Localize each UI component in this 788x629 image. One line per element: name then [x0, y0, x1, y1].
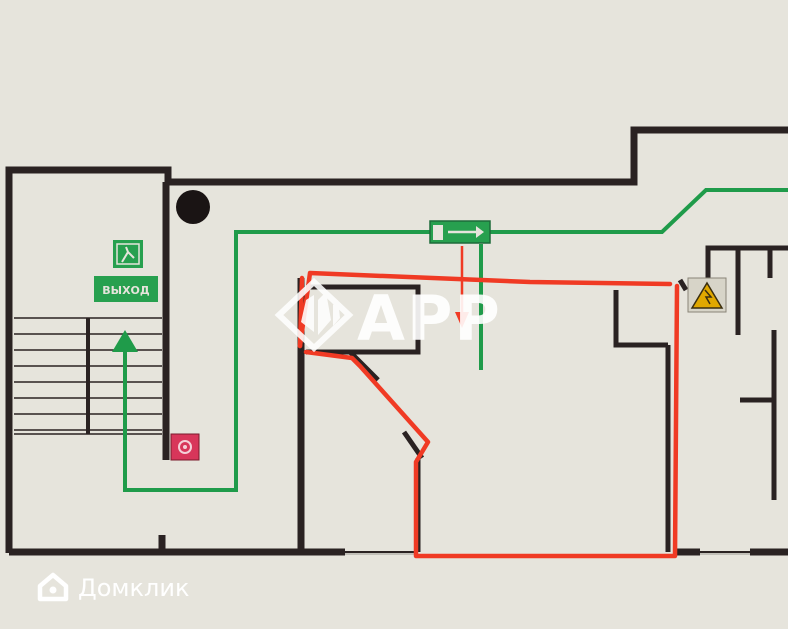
- brand-name: Домклик: [78, 574, 189, 602]
- exit-sign: ВЫХОД: [94, 240, 158, 302]
- app-logo-icon: [274, 277, 354, 353]
- domclick-house-icon: [37, 572, 69, 602]
- watermark-text: APP: [357, 282, 502, 355]
- warning-triangle-icon: [687, 277, 727, 313]
- exit-sign-label: ВЫХОД: [102, 284, 150, 297]
- fire-alarm-icon: [170, 433, 200, 461]
- down-arrow-icon: [455, 246, 469, 328]
- staircase: [14, 317, 162, 435]
- evacuation-route: [123, 188, 788, 492]
- up-arrow-icon: [112, 330, 138, 352]
- fire-hose-icon: [176, 190, 210, 224]
- bottom-wall-windows: [345, 548, 788, 556]
- running-man-icon: [429, 220, 491, 244]
